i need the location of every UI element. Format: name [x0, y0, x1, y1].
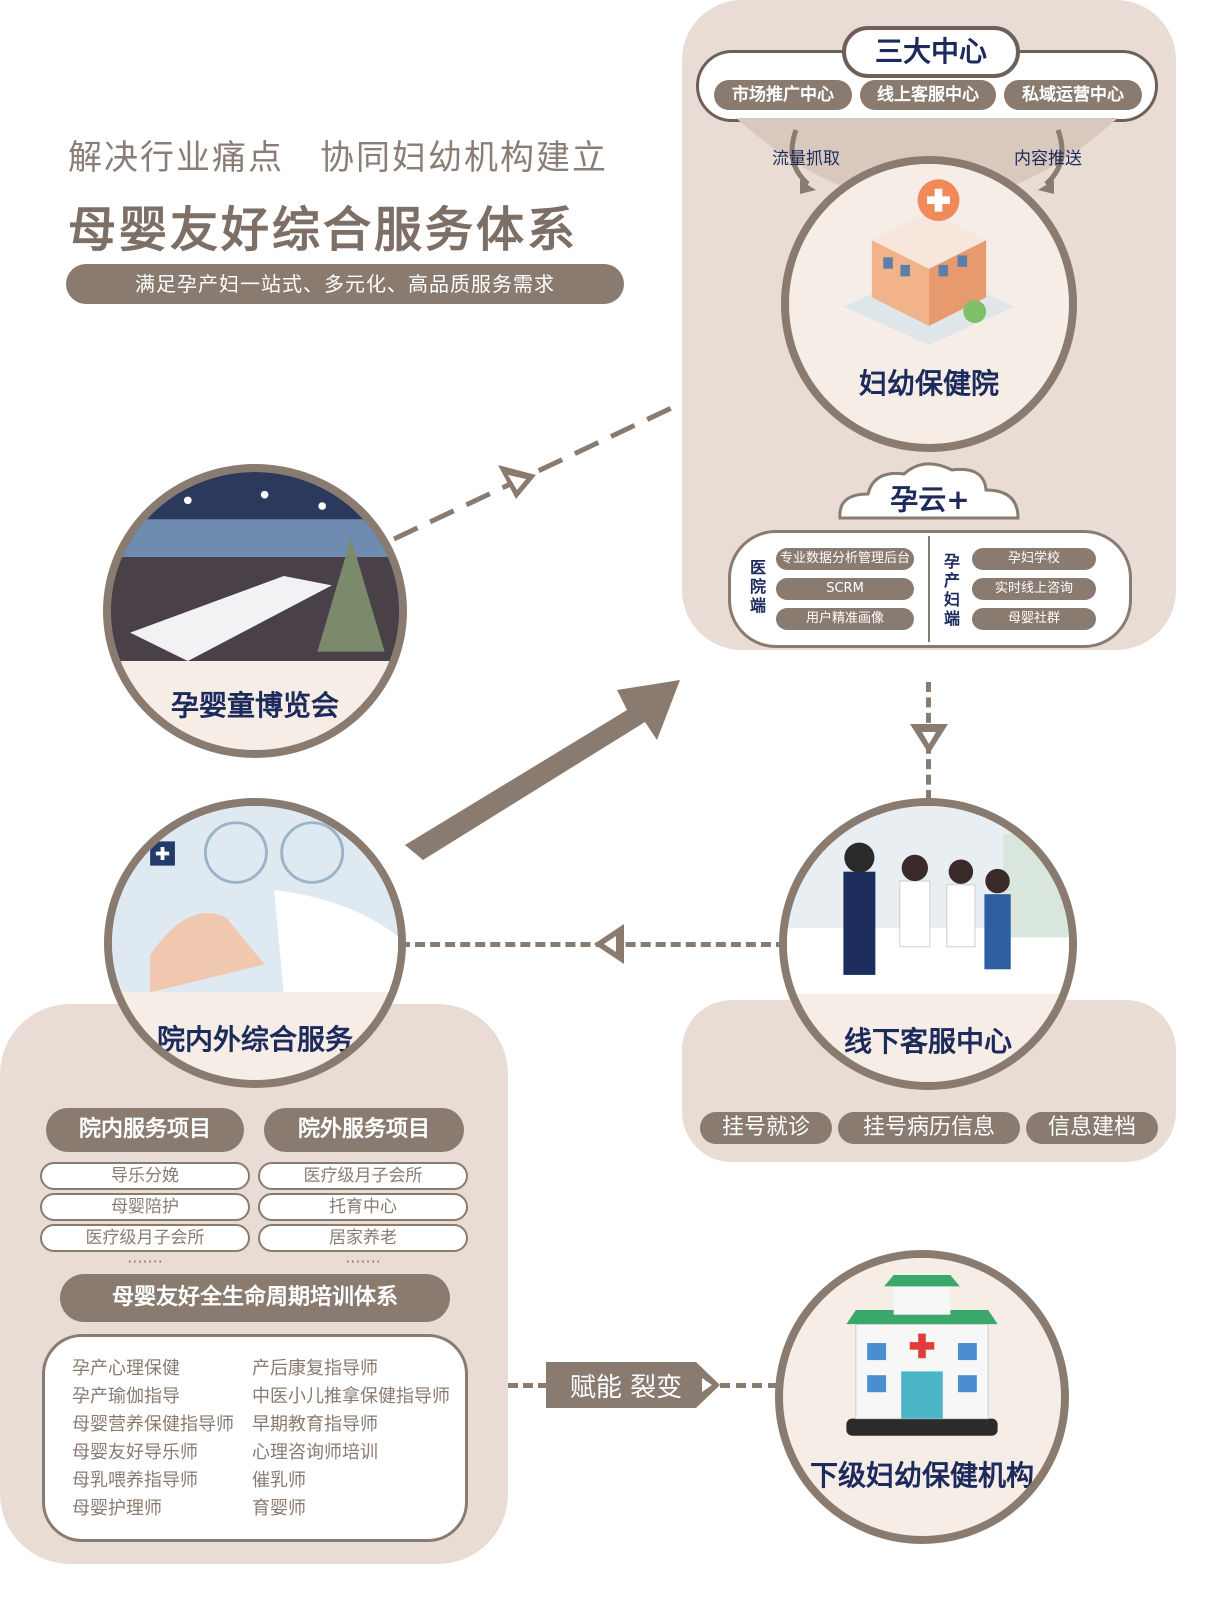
training-item: 催乳师	[252, 1470, 306, 1491]
training-item: 孕产瑜伽指导	[72, 1386, 180, 1407]
offline-tag-filing: 信息建档	[1026, 1112, 1158, 1144]
hospital-label: 妇幼保健院	[858, 367, 999, 400]
clinic-building-icon	[789, 1258, 1055, 1448]
three-centers-title: 三大中心	[842, 26, 1020, 78]
training-box	[42, 1334, 468, 1542]
header-tagline: 满足孕产妇一站式、多元化、高品质服务需求	[66, 264, 624, 304]
training-item: 产后康复指导师	[252, 1358, 378, 1379]
center-item-private-ops: 私域运营中心	[1004, 80, 1142, 110]
center-item-marketing: 市场推广中心	[714, 80, 852, 110]
outer-item-childcare: 托育中心	[258, 1193, 468, 1221]
hospital-side-label: 医院端	[750, 558, 767, 615]
expo-photo	[111, 472, 399, 662]
inner-item-care: 母婴陪护	[40, 1193, 250, 1221]
inner-item-doula: 导乐分娩	[40, 1162, 250, 1190]
expo-to-hospital-connector	[392, 400, 684, 542]
empower-connector-right	[720, 1383, 778, 1388]
hospital-building-icon	[795, 164, 1063, 355]
expo-circle: 孕婴童博览会	[103, 464, 407, 758]
service-circle: 院内外综合服务	[104, 798, 406, 1088]
training-item: 母乳喂养指导师	[72, 1470, 198, 1491]
empower-label: 赋能 裂变	[569, 1373, 683, 1403]
center-item-online-service: 线上客服中心	[860, 80, 996, 110]
offline-to-service-connector	[400, 942, 786, 947]
hospital-side-item-scrm: SCRM	[776, 578, 914, 600]
hospital-side-item-analytics: 专业数据分析管理后台	[776, 548, 914, 570]
training-item: 早期教育指导师	[252, 1414, 378, 1435]
header-subtitle: 解决行业痛点 协同妇幼机构建立	[68, 138, 608, 178]
sub-institution-label: 下级妇幼保健机构	[809, 1459, 1034, 1492]
header-title: 母婴友好综合服务体系	[68, 202, 579, 258]
yunyun-divider	[928, 536, 930, 642]
empower-connector-left	[508, 1383, 548, 1388]
big-growth-arrow	[405, 680, 680, 860]
offline-tag-registration: 挂号就诊	[700, 1112, 832, 1144]
outer-service-title: 院外服务项目	[264, 1108, 464, 1152]
offline-center-label: 线下客服中心	[843, 1025, 1012, 1058]
service-label: 院内外综合服务	[156, 1023, 353, 1056]
mother-side-item-consult: 实时线上咨询	[972, 578, 1096, 600]
medical-tech-photo	[112, 806, 398, 993]
training-item: 育婴师	[252, 1498, 306, 1519]
training-item: 心理咨询师培训	[252, 1442, 378, 1463]
hospital-side-item-persona: 用户精准画像	[776, 608, 914, 630]
yunyun-cloud-icon	[838, 462, 1020, 520]
outer-item-elderly: 居家养老	[258, 1224, 468, 1252]
training-title: 母婴友好全生命周期培训体系	[60, 1274, 450, 1322]
mother-side-item-community: 母婴社群	[972, 608, 1096, 630]
hospital-circle: 妇幼保健院	[781, 156, 1077, 452]
left-arrow-icon	[594, 924, 624, 964]
empower-arrow-tag	[546, 1362, 720, 1408]
down-arrow-icon	[910, 724, 948, 754]
expo-label: 孕婴童博览会	[170, 689, 339, 722]
outer-ellipsis: ·······	[345, 1252, 381, 1271]
mother-side-label: 孕产妇端	[944, 552, 961, 628]
training-item: 母婴营养保健指导师	[72, 1414, 234, 1435]
outer-item-confinement: 医疗级月子会所	[258, 1162, 468, 1190]
training-item: 母婴护理师	[72, 1498, 162, 1519]
training-item: 母婴友好导乐师	[72, 1442, 198, 1463]
inner-service-title: 院内服务项目	[46, 1108, 244, 1152]
sub-institution-circle: 下级妇幼保健机构	[775, 1250, 1069, 1544]
offline-tag-records: 挂号病历信息	[838, 1112, 1020, 1144]
training-item: 中医小儿推拿保健指导师	[252, 1386, 450, 1407]
mother-side-item-school: 孕妇学校	[972, 548, 1096, 570]
inner-ellipsis: ·······	[127, 1252, 163, 1271]
offline-center-photo	[787, 806, 1069, 994]
offline-center-circle: 线下客服中心	[779, 798, 1077, 1090]
training-item: 孕产心理保健	[72, 1358, 180, 1379]
inner-item-confinement: 医疗级月子会所	[40, 1224, 250, 1252]
yunyun-title: 孕云+	[890, 483, 970, 516]
